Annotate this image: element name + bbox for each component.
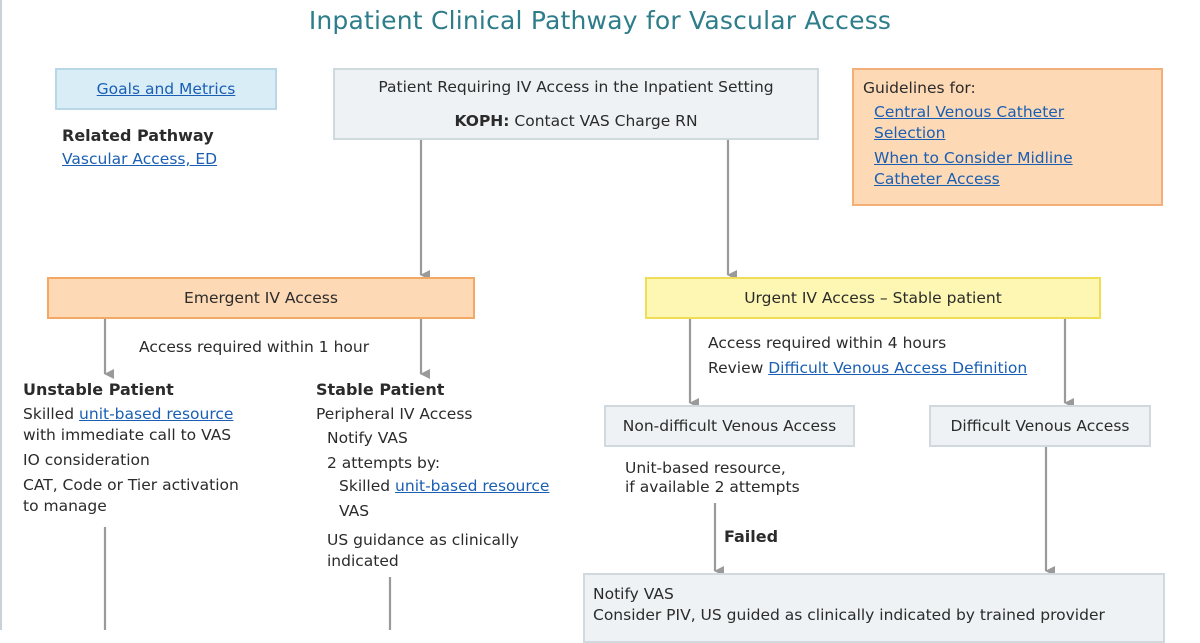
connector-arrows: [103, 140, 1074, 630]
unstable-line5: to manage: [23, 497, 107, 515]
stable-line2: Notify VAS: [327, 429, 408, 447]
related-pathway-heading: Related Pathway: [62, 126, 214, 145]
unit-resource-line1: Unit-based resource,: [625, 459, 786, 477]
difficult-venous-access-box: Difficult Venous Access: [929, 405, 1151, 447]
urgent-note2: Review Difficult Venous Access Definitio…: [708, 358, 1027, 379]
midline-access-link-line1[interactable]: When to Consider Midline: [874, 149, 1073, 167]
unstable-line4: CAT, Code or Tier activation: [23, 476, 239, 494]
guidelines-box: Guidelines for: Central Venous Catheter …: [852, 68, 1163, 206]
stable-line3: 2 attempts by:: [327, 454, 441, 472]
stable-patient-heading: Stable Patient: [316, 380, 445, 399]
stable-line4-text: Skilled: [339, 477, 396, 495]
goals-metrics-link[interactable]: Goals and Metrics: [96, 80, 236, 98]
midline-access-link[interactable]: When to Consider Midline Catheter Access: [863, 148, 1073, 190]
patient-line1: Patient Requiring IV Access in the Inpat…: [378, 78, 774, 96]
urgent-iv-access-label: Urgent IV Access – Stable patient: [744, 289, 1002, 307]
non-difficult-venous-access-box: Non-difficult Venous Access: [604, 405, 855, 447]
unstable-line2: with immediate call to VAS: [23, 426, 232, 444]
urgent-note2-text: Review: [708, 359, 769, 377]
stable-line4: Skilled unit-based resource: [339, 476, 549, 497]
emergent-iv-access-label: Emergent IV Access: [184, 289, 338, 307]
cvc-selection-link-line2[interactable]: Selection: [874, 124, 946, 142]
notify-vas-line2: Consider PIV, US guided as clinically in…: [593, 606, 1105, 624]
guidelines-heading: Guidelines for:: [863, 79, 976, 97]
goals-metrics-box[interactable]: Goals and Metrics: [55, 68, 277, 110]
page-left-border: [0, 0, 2, 630]
cvc-selection-link-line1[interactable]: Central Venous Catheter: [874, 103, 1065, 121]
koph-text: Contact VAS Charge RN: [509, 112, 698, 130]
urgent-note1: Access required within 4 hours: [708, 334, 947, 352]
cvc-selection-link[interactable]: Central Venous Catheter Selection: [863, 102, 1064, 144]
unit-based-resource-link-2[interactable]: unit-based resource: [395, 477, 550, 495]
unstable-line3: IO consideration: [23, 451, 150, 469]
unstable-line1: Skilled unit-based resource: [23, 404, 233, 425]
unit-resource-line2: if available 2 attempts: [625, 478, 800, 496]
unstable-line1-text: Skilled: [23, 405, 80, 423]
non-difficult-label: Non-difficult Venous Access: [622, 417, 837, 435]
emergent-iv-access-box: Emergent IV Access: [47, 277, 475, 319]
emergent-note: Access required within 1 hour: [139, 338, 370, 356]
difficult-label: Difficult Venous Access: [950, 417, 1130, 435]
notify-vas-line1: Notify VAS: [593, 585, 674, 603]
stable-line1: Peripheral IV Access: [316, 405, 473, 423]
patient-line2: KOPH: Contact VAS Charge RN: [454, 104, 697, 138]
unstable-patient-heading: Unstable Patient: [23, 380, 174, 399]
failed-label: Failed: [724, 527, 779, 546]
related-pathway-link[interactable]: Vascular Access, ED: [62, 150, 218, 168]
patient-requiring-iv-box: Patient Requiring IV Access in the Inpat…: [333, 68, 819, 140]
difficult-venous-access-definition-link[interactable]: Difficult Venous Access Definition: [768, 359, 1028, 377]
koph-label: KOPH:: [454, 112, 510, 130]
page-title: Inpatient Clinical Pathway for Vascular …: [308, 6, 892, 35]
midline-access-link-line2[interactable]: Catheter Access: [874, 170, 1000, 188]
notify-vas-box: Notify VAS Consider PIV, US guided as cl…: [583, 573, 1165, 643]
stable-line5: VAS: [339, 502, 370, 520]
stable-line7: indicated: [327, 552, 399, 570]
stable-line6: US guidance as clinically: [327, 531, 519, 549]
urgent-iv-access-box: Urgent IV Access – Stable patient: [645, 277, 1101, 319]
unit-based-resource-link[interactable]: unit-based resource: [79, 405, 234, 423]
